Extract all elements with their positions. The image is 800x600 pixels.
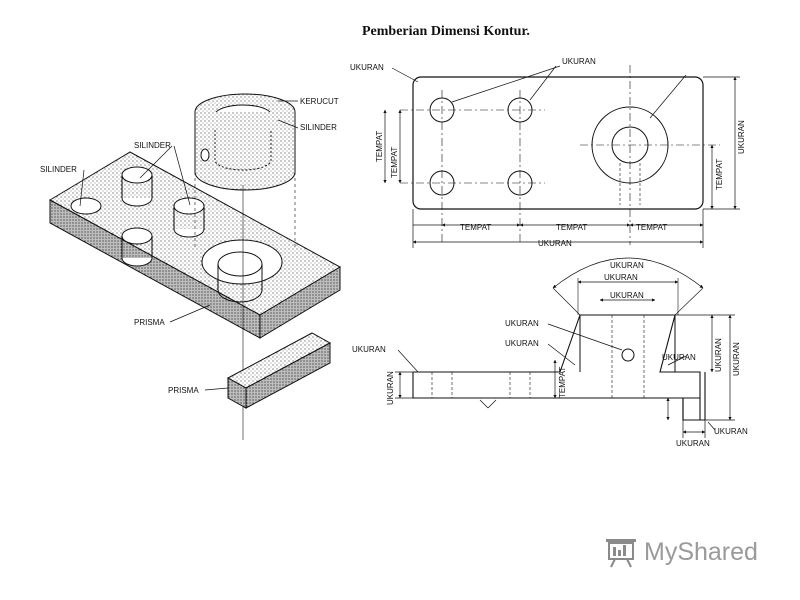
top-tempat-left-1: TEMPAT — [375, 131, 384, 162]
label-prisma-small: PRISMA — [168, 386, 199, 395]
label-silinder-top: SILINDER — [300, 123, 337, 132]
projector-screen-icon — [606, 539, 636, 568]
top-view — [383, 65, 740, 248]
top-tempat-bottom-1: TEMPAT — [460, 223, 491, 232]
top-ukuran-holes: UKURAN — [562, 57, 596, 66]
diagram-title: Pemberian Dimensi Kontur. — [362, 24, 530, 39]
plate-holes — [70, 166, 205, 267]
label-silinder-left: SILINDER — [40, 165, 77, 174]
top-ukuran-tl: UKURAN — [350, 63, 384, 72]
watermark-text: MyShared — [644, 537, 758, 566]
front-ukuran-top2: UKURAN — [610, 291, 644, 300]
front-ukuran-right2: UKURAN — [714, 338, 723, 372]
top-tempat-bottom-2: TEMPAT — [556, 223, 587, 232]
front-ukuran-bottom1: UKURAN — [714, 427, 748, 436]
isometric-view — [48, 93, 342, 440]
watermark: MyShared — [604, 536, 758, 568]
front-ukuran-top: UKURAN — [604, 273, 638, 282]
front-ukuran-bottom2: UKURAN — [676, 439, 710, 448]
label-silinder-mid: SILINDER — [134, 141, 171, 150]
top-tempat-left-2: TEMPAT — [390, 147, 399, 178]
prism-plate-side — [259, 266, 341, 339]
front-ukuran-right3: UKURAN — [732, 342, 741, 376]
top-ukuran-right: UKURAN — [737, 120, 746, 154]
label-prisma-main: PRISMA — [134, 318, 165, 327]
front-ukuran-hole2: UKURAN — [505, 339, 539, 348]
label-kerucut: KERUCUT — [300, 97, 339, 106]
top-tempat-right: TEMPAT — [715, 159, 724, 190]
front-ukuran-left-v: UKURAN — [386, 371, 395, 405]
front-ukuran-hole1: UKURAN — [505, 319, 539, 328]
front-ukuran-right1: UKURAN — [662, 353, 696, 362]
front-ukuran-arc: UKURAN — [610, 261, 644, 270]
front-view — [395, 257, 735, 438]
top-view-outline — [412, 76, 704, 210]
front-tempat-v: TEMPAT — [558, 367, 567, 398]
front-ukuran-left: UKURAN — [352, 345, 386, 354]
top-tempat-bottom-3: TEMPAT — [636, 223, 667, 232]
top-ukuran-bottom: UKURAN — [538, 239, 572, 248]
